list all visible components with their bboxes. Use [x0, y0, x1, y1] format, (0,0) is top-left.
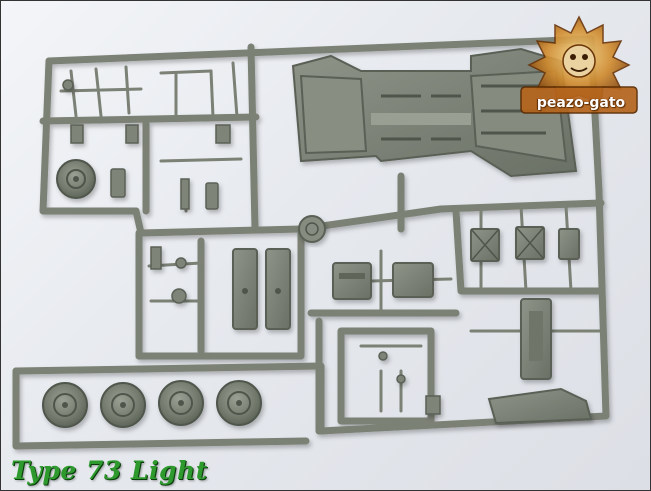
wheel-part	[100, 382, 146, 428]
watermark-emblem	[520, 15, 638, 114]
wheel-part	[42, 382, 88, 428]
seat-part	[232, 248, 291, 330]
sprue-id-tab	[298, 215, 326, 243]
small-parts	[62, 79, 441, 415]
wheel-part	[216, 380, 262, 426]
photo-caption: Type 73 Light	[11, 456, 208, 485]
grille-part	[332, 262, 434, 300]
wheel-part	[56, 159, 96, 199]
sprue-frame	[12, 35, 610, 450]
body-tub-part	[291, 47, 578, 178]
wheel-part	[158, 380, 204, 426]
frame-part	[487, 298, 593, 425]
watermark-text: peazo-gato	[536, 95, 626, 111]
jerry-can-part	[470, 226, 580, 262]
watermark-logo: peazo-gato	[517, 11, 641, 123]
